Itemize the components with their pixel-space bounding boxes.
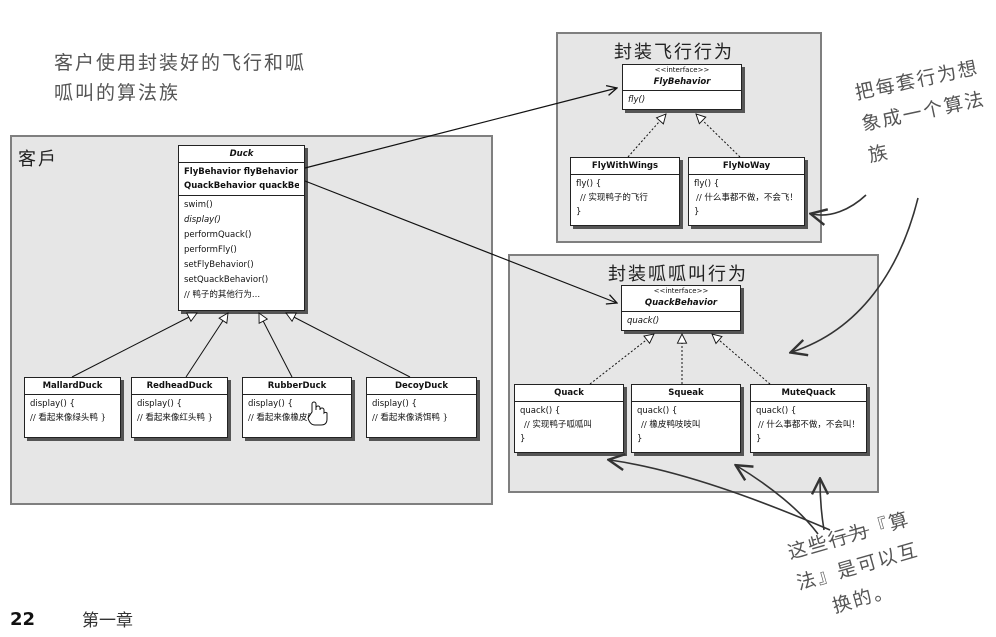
interface-header: <<interface>> QuackBehavior [622, 286, 740, 312]
method-line: fly() { [694, 179, 720, 189]
duck-method: display() [184, 215, 221, 225]
brace-line: } [637, 434, 643, 444]
class-name: Quack [515, 385, 623, 402]
class-body: display() { // 看起来像诱饵鸭 } [367, 395, 476, 427]
class-body: display() { // 看起来像绿头鸭 } [25, 395, 120, 427]
interface-name: FlyBehavior [653, 77, 711, 87]
mallard-duck-class: MallardDuck display() { // 看起来像绿头鸭 } [24, 377, 121, 438]
method-line: quack() { [756, 406, 797, 416]
duck-class-name: Duck [179, 146, 304, 163]
method-line: display() { [137, 399, 182, 409]
annotation-top-left: 客户使用封装好的飞行和呱 呱叫的算法族 [54, 48, 306, 108]
interface-name: QuackBehavior [644, 298, 718, 308]
comment-line: // 什么事都不做，不会叫！ [758, 420, 860, 430]
class-body: quack() { // 橡皮鸭吱吱叫 } [632, 402, 740, 448]
comment-line: // 看起来像诱饵鸭 } [372, 413, 449, 423]
comment-line: // 看起来像红头鸭 } [137, 413, 214, 423]
class-name: RedheadDuck [132, 378, 227, 395]
chapter-label: 第一章 [82, 611, 133, 631]
redhead-duck-class: RedheadDuck display() { // 看起来像红头鸭 } [131, 377, 228, 438]
class-body: quack() { // 什么事都不做，不会叫！ } [751, 402, 866, 448]
quack-behavior-interface: <<interface>> QuackBehavior quack() [621, 285, 741, 331]
duck-method: // 鸭子的其他行为... [184, 290, 261, 300]
duck-methods: swim() display() performQuack() performF… [179, 196, 304, 305]
interface-header: <<interface>> FlyBehavior [623, 65, 741, 91]
comment-line: // 实现鸭子的飞行 [580, 193, 648, 203]
class-name: Squeak [632, 385, 740, 402]
interface-method: quack() [627, 316, 660, 326]
method-line: fly() { [576, 179, 602, 189]
duck-method: setFlyBehavior() [184, 260, 254, 270]
class-name: FlyNoWay [689, 158, 804, 175]
class-body: fly() { // 实现鸭子的飞行 } [571, 175, 679, 221]
duck-method: swim() [184, 200, 213, 210]
stereotype-label: <<interface>> [653, 287, 709, 295]
method-line: display() { [372, 399, 417, 409]
class-name: DecoyDuck [367, 378, 476, 395]
duck-class: Duck FlyBehavior flyBehavior QuackBehavi… [178, 145, 305, 311]
brace-line: } [756, 434, 762, 444]
brace-line: } [520, 434, 526, 444]
method-line: display() { [30, 399, 75, 409]
brace-line: } [576, 207, 582, 217]
class-name: RubberDuck [243, 378, 351, 395]
mute-quack-class: MuteQuack quack() { // 什么事都不做，不会叫！ } [750, 384, 867, 453]
comment-line: // 橡皮鸭吱吱叫 [641, 420, 701, 430]
method-line: display() { [248, 399, 293, 409]
comment-line: // 实现鸭子呱呱叫 [524, 420, 592, 430]
comment-line: // 看起来像绿头鸭 } [30, 413, 107, 423]
duck-method: setQuackBehavior() [184, 275, 269, 285]
duck-field: QuackBehavior quackBehavior [184, 181, 299, 191]
annotation-right-top: 把每套行为想 象成一个算法 族 [852, 52, 995, 172]
comment-line: // 什么事都不做，不会飞！ [696, 193, 798, 203]
quack-class: Quack quack() { // 实现鸭子呱呱叫 } [514, 384, 624, 453]
duck-fields: FlyBehavior flyBehavior QuackBehavior qu… [179, 163, 304, 196]
annotation-line: 客户使用封装好的飞行和呱 [54, 52, 307, 74]
decoy-duck-class: DecoyDuck display() { // 看起来像诱饵鸭 } [366, 377, 477, 438]
class-body: fly() { // 什么事都不做，不会飞！ } [689, 175, 804, 221]
page-number: 22 [10, 609, 36, 630]
fly-no-way-class: FlyNoWay fly() { // 什么事都不做，不会飞！ } [688, 157, 805, 226]
brace-line: } [694, 207, 700, 217]
fly-with-wings-class: FlyWithWings fly() { // 实现鸭子的飞行 } [570, 157, 680, 226]
fly-panel-title: 封装飞行行为 [614, 42, 734, 63]
method-line: quack() { [637, 406, 678, 416]
class-body: quack() { // 实现鸭子呱呱叫 } [515, 402, 623, 448]
class-name: FlyWithWings [571, 158, 679, 175]
class-name: MallardDuck [25, 378, 120, 395]
duck-method: performQuack() [184, 230, 252, 240]
duck-field: FlyBehavior flyBehavior [184, 167, 299, 177]
method-line: quack() { [520, 406, 561, 416]
class-body: display() { // 看起来像红头鸭 } [132, 395, 227, 427]
class-name: MuteQuack [751, 385, 866, 402]
annotation-line: 呱叫的算法族 [54, 82, 181, 104]
class-body: display() { // 看起来像橡皮鸭 } [243, 395, 351, 427]
duck-method: performFly() [184, 245, 237, 255]
quack-panel-title: 封装呱呱叫行为 [608, 264, 748, 285]
squeak-class: Squeak quack() { // 橡皮鸭吱吱叫 } [631, 384, 741, 453]
comment-line: // 看起来像橡皮鸭 } [248, 413, 325, 423]
fly-behavior-interface: <<interface>> FlyBehavior fly() [622, 64, 742, 110]
annotation-bottom-right: 这些行为『算 法』是可以互 换的。 [784, 503, 932, 630]
interface-method: fly() [628, 95, 646, 105]
stereotype-label: <<interface>> [654, 66, 710, 74]
rubber-duck-class: RubberDuck display() { // 看起来像橡皮鸭 } [242, 377, 352, 438]
client-panel-title: 客戶 [18, 149, 58, 170]
